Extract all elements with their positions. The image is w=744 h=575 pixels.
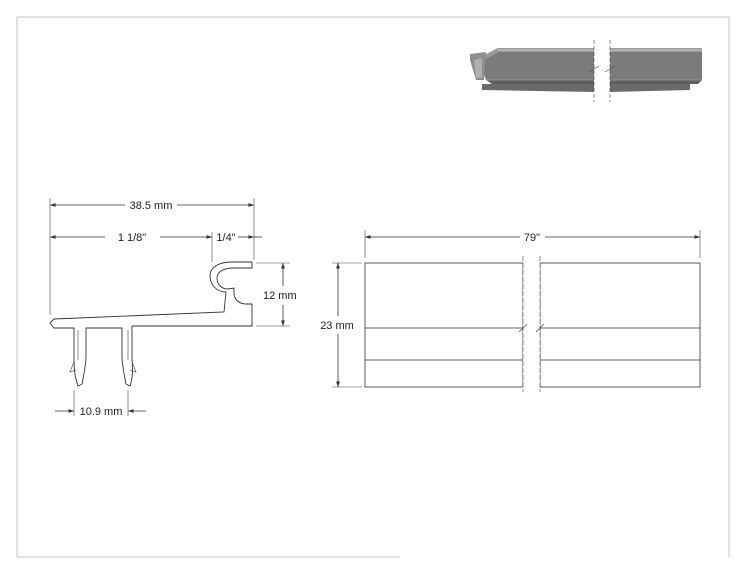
front-elevation (364, 256, 701, 392)
drawing-frame (16, 16, 730, 558)
cross-section-profile (49, 261, 253, 387)
elevation-dimensions: 79" 23 mm (320, 230, 701, 388)
dim-base-width: 1 1/8" (118, 232, 146, 244)
dim-hook-height: 12 mm (263, 290, 297, 302)
dim-leg-spacing: 10.9 mm (80, 406, 123, 418)
section-dimensions: 38.5 mm 1 1/8" 1/4" 12 mm 10.9 mm (49, 198, 297, 418)
dim-total-height: 23 mm (320, 320, 354, 332)
dim-overall-width: 38.5 mm (130, 200, 173, 212)
dim-hook-width: 1/4" (216, 232, 235, 244)
dim-length: 79" (524, 232, 540, 244)
perspective-render (470, 40, 702, 102)
